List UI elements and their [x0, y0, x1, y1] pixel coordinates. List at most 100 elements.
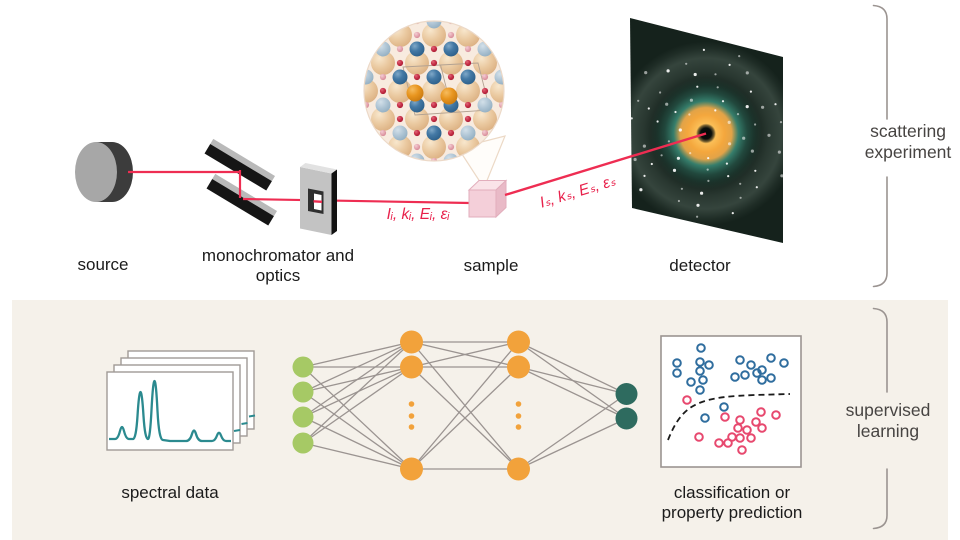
source-device [75, 142, 133, 202]
classification-box [660, 335, 802, 468]
scatter-point-blue [695, 385, 705, 395]
atom-small [413, 31, 421, 39]
scattering-bracket-top [872, 4, 888, 120]
atom-structure [364, 21, 504, 178]
atom-small [464, 115, 472, 123]
nn-node [292, 406, 314, 428]
scatter-point-pink [720, 412, 730, 422]
diffraction-spot [667, 140, 671, 143]
diffraction-spot [630, 117, 633, 120]
atom-medium [409, 153, 425, 161]
diffraction-spot [739, 182, 742, 185]
diffraction-spot [754, 123, 757, 126]
atom-orange [440, 87, 458, 105]
atom-medium [460, 21, 476, 29]
diffraction-spot [793, 129, 795, 131]
decision-boundary [667, 393, 791, 441]
scatter-point-blue [766, 353, 776, 363]
atom-medium [443, 41, 459, 57]
scatter-point-blue [672, 358, 682, 368]
diffraction-spot [688, 113, 691, 116]
diffraction-spot [714, 73, 717, 76]
detector-label: detector [669, 256, 731, 275]
atom-large [405, 107, 429, 131]
nn-link [518, 366, 627, 420]
atom-large [371, 51, 395, 75]
atom-medium [426, 125, 442, 141]
diffraction-spot [700, 191, 704, 195]
diffraction-spot [650, 162, 653, 166]
nn-ellipsis-dot [515, 401, 522, 407]
scatter-point-blue [757, 365, 767, 375]
nn-link [302, 341, 412, 393]
diffraction-spot [774, 103, 777, 106]
nn-ellipsis-dot [408, 413, 415, 419]
atom-small [413, 73, 421, 81]
nn-node [507, 457, 530, 481]
diffraction-spot [707, 179, 710, 182]
diffraction-spot [750, 149, 755, 153]
diffraction-spot [693, 72, 697, 77]
atom-small [379, 87, 387, 95]
spectral-cards [106, 350, 255, 451]
atom-small [464, 45, 472, 53]
atom-small [431, 172, 437, 178]
nn-link [518, 366, 627, 395]
scatter-point-blue [740, 370, 750, 380]
scatter-point-blue [695, 357, 705, 367]
incident-beam-label: Iᵢ, kᵢ, Eᵢ, εᵢ [386, 206, 450, 223]
atom-small [379, 143, 387, 151]
scatter-point-pink [757, 423, 767, 433]
atom-large [405, 51, 429, 75]
nn-node [400, 355, 423, 379]
atom-medium [392, 69, 408, 85]
diffraction-spot [779, 121, 783, 124]
atom-large [364, 79, 378, 103]
scatter-point-pink [746, 433, 756, 443]
nn-link [518, 417, 627, 470]
diffraction-spot [643, 174, 646, 177]
atom-large [422, 135, 446, 159]
diffraction-spot [739, 196, 742, 199]
scatter-point-blue [730, 372, 740, 382]
diffraction-spot [656, 120, 659, 123]
atom-small [498, 115, 504, 123]
atom-small [430, 101, 438, 109]
diffraction-spot [777, 150, 782, 154]
diffraction-spot [637, 99, 640, 102]
diffraction-spot [742, 136, 746, 140]
atom-small [379, 73, 387, 81]
scatter-point-blue [672, 368, 682, 378]
atom-small [481, 87, 489, 95]
nn-node [615, 383, 638, 405]
diffraction-spot [659, 91, 662, 94]
atom-small [379, 129, 387, 137]
diffraction-spot [721, 100, 725, 103]
atom-orange [406, 84, 424, 102]
scatter-point-blue [719, 402, 729, 412]
diffraction-spot [728, 63, 731, 66]
diffraction-spot [696, 85, 699, 88]
atom-small [430, 45, 438, 53]
supervised-bracket-bottom [872, 468, 888, 530]
scattered-beam [504, 132, 707, 197]
nn-node [400, 330, 423, 354]
atom-medium [409, 41, 425, 57]
diffraction-spot [780, 174, 783, 178]
atom-large [490, 79, 504, 103]
scatter-point-pink [714, 438, 724, 448]
nn-link [302, 442, 412, 470]
diffraction-spot [731, 212, 734, 215]
scatter-point-blue [704, 360, 714, 370]
supervised-bracket-label: supervised learning [845, 400, 931, 441]
atom-medium [426, 69, 442, 85]
mirror-upper [204, 138, 276, 191]
diffraction-spot [754, 169, 757, 172]
spectrum-curve [109, 379, 231, 443]
atom-small [430, 59, 438, 67]
atom-small [379, 31, 387, 39]
atom-small [464, 101, 472, 109]
atom-small [413, 143, 421, 151]
diffraction-spot [727, 175, 730, 178]
